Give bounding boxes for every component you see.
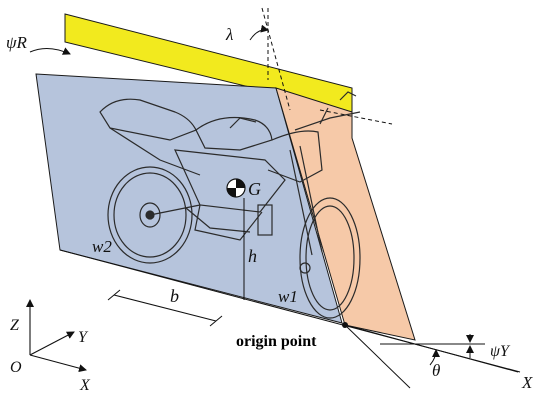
orange-plane xyxy=(275,87,416,341)
center-of-mass-symbol xyxy=(226,178,246,198)
psi-y-label: ψY xyxy=(490,343,511,360)
lambda-label: λ xyxy=(225,25,233,44)
wheelbase-dimension-line xyxy=(113,294,217,322)
psi-r-label: ψR xyxy=(6,33,28,52)
x-right-label: X xyxy=(521,373,533,392)
motorcycle-sketch xyxy=(99,91,361,319)
b-label: b xyxy=(170,286,179,306)
h-label: h xyxy=(248,246,257,266)
axis-y-label: Y xyxy=(78,329,89,346)
theta-arc xyxy=(429,349,440,366)
axis-x-label: X xyxy=(79,377,91,394)
origin-point-label: origin point xyxy=(236,333,317,350)
theta-label: θ xyxy=(432,361,440,380)
w2-label: w2 xyxy=(92,237,112,256)
origin-point-dot xyxy=(342,322,348,328)
axis-z-label: Z xyxy=(10,317,20,334)
psi-r-arrow xyxy=(29,47,71,55)
w1-label: w1 xyxy=(278,287,298,306)
x-axis-line xyxy=(344,324,519,373)
coordinate-triad xyxy=(26,299,87,373)
handlebar-dashed xyxy=(319,109,393,125)
axis-o-label: O xyxy=(10,359,22,376)
g-label: G xyxy=(248,179,261,199)
lambda-arc xyxy=(249,24,269,41)
theta-line xyxy=(344,324,411,389)
